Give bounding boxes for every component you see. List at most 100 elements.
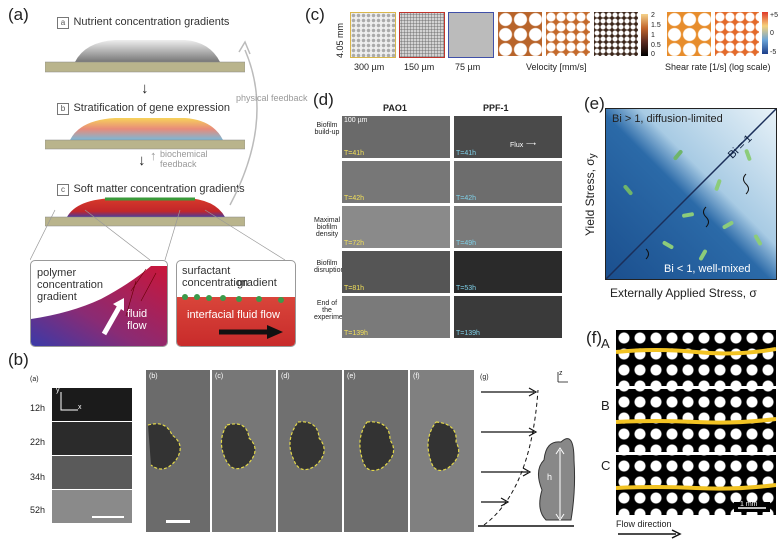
row-label-end: End of the experiment	[314, 300, 349, 321]
vel-tick-1: 1	[651, 32, 655, 39]
ppf1-t42: T=42h	[454, 161, 562, 203]
axis-z-label: z	[559, 370, 563, 377]
row-label-disruption: Biofilm disruption	[314, 260, 345, 274]
height-label: h	[547, 472, 553, 482]
row-b-label: B	[601, 398, 610, 413]
dashed-outline-b	[147, 423, 181, 470]
time-series-frame-52h	[52, 490, 132, 523]
yield-stress-text: Yield Stress, σ	[583, 158, 597, 237]
row-divider-1	[616, 386, 776, 389]
shear-colorbar	[762, 12, 768, 54]
vel-tick-0: 0	[651, 51, 655, 58]
panel-b-letter: (b)	[8, 350, 29, 369]
step-a-row: a Nutrient concentration gradients	[57, 12, 229, 30]
time-series-frame-22h	[52, 422, 132, 455]
frame-scale-bar	[166, 520, 190, 523]
pao1-t139: T=139h	[342, 296, 450, 338]
xy-axes-icon	[60, 392, 78, 411]
stress-diagram-graphic	[606, 109, 776, 279]
frame-f: (f)	[410, 370, 474, 532]
pillar-array-75um	[448, 12, 494, 58]
ppf1-time-0: T=41h	[456, 150, 477, 157]
velocity-map-1	[498, 12, 542, 56]
biochemical-feedback-label-1: biochemical	[160, 149, 208, 159]
size-label: 4.05 mm	[335, 22, 345, 58]
pillar-array-300um	[350, 12, 396, 58]
frame-e: (e)	[344, 370, 408, 532]
velocity-colorbar	[641, 14, 648, 56]
vel-tick-1-5: 1.5	[651, 22, 661, 29]
time-series-frame-34h	[52, 456, 132, 489]
step-b-row: b Stratification of gene expression	[57, 98, 230, 116]
stress-diagram: Bi > 1, diffusion-limited Bi = 1 Bi < 1,…	[605, 108, 777, 280]
surfactant-label-2: gradient	[237, 277, 277, 289]
fluid-flow-arrow-icon	[101, 298, 124, 336]
soft-matter-mound	[45, 197, 245, 227]
velocity-map-3	[594, 12, 638, 56]
scale-bar	[92, 516, 124, 518]
yield-stress-label: Yield Stress, σy	[583, 120, 599, 270]
step-b-label: Stratification of gene expression	[73, 102, 230, 114]
physical-feedback-arrow	[229, 40, 258, 206]
panel-b-sub-a: (a)	[30, 376, 39, 383]
axis-y-label: y	[56, 388, 60, 394]
pao1-t41: 100 µm T=41h	[342, 116, 450, 158]
polymer-label-3: gradient	[37, 291, 77, 303]
ppf1-t53: T=53h	[454, 251, 562, 293]
bi-gt-1-label: Bi > 1, diffusion-limited	[612, 113, 723, 125]
dashed-outline-d	[289, 421, 325, 471]
panel-b-sub-c: (c)	[215, 373, 224, 380]
flow-direction-arrow-icon	[618, 529, 682, 539]
flow-label: flow	[127, 320, 147, 332]
frame-c: (c)	[212, 370, 276, 532]
frame-d: (d)	[278, 370, 342, 532]
arrow-down-2-icon: ↓	[138, 152, 146, 169]
polymer-label-2: concentration	[37, 279, 104, 291]
flow-profile-schematic	[478, 372, 576, 527]
arrow-down-1-icon: ↓	[141, 80, 149, 97]
surfactant-gradient-graphic	[177, 294, 295, 346]
gene-expression-mound	[45, 118, 245, 150]
pao1-time-1: T=42h	[344, 195, 365, 202]
row-a-label: A	[601, 336, 610, 351]
physical-feedback-label: physical feedback	[236, 93, 308, 103]
flow-direction-label: Flow direction	[616, 519, 672, 529]
time-12h: 12h	[30, 403, 46, 413]
row-label-buildup: Biofilm build-up	[314, 122, 340, 136]
panel-b-sub-b: (b)	[149, 373, 158, 380]
interfacial-flow-arrow-icon	[219, 325, 283, 339]
biofilm-streamers	[616, 347, 776, 512]
flux-label: Flux	[510, 142, 524, 149]
biochemical-feedback-label-2: feedback	[160, 159, 197, 169]
surfactant-inset: surfactant concentration gradient interf…	[176, 260, 296, 347]
inset-connectors	[30, 209, 286, 261]
applied-stress-label: Externally Applied Stress, σ	[610, 286, 757, 300]
scale-label: 100 µm	[344, 117, 368, 124]
panel-f-letter: (f)	[586, 328, 603, 347]
step-c-label: Soft matter concentration gradients	[73, 183, 245, 195]
row-divider-2	[616, 452, 776, 455]
fluid-label: fluid	[127, 308, 148, 320]
ppf1-time-2: T=49h	[456, 240, 477, 247]
col-pao1: PAO1	[383, 103, 407, 113]
interfacial-flow-label: interfacial fluid flow	[187, 309, 280, 321]
spacing-75: 75 µm	[455, 62, 481, 72]
frame-b: (b)	[146, 370, 210, 532]
dashed-outline-e	[359, 421, 395, 471]
yield-stress-sub: y	[587, 153, 599, 159]
shear-map-2	[715, 12, 759, 56]
pao1-time-2: T=72h	[344, 240, 365, 247]
panel-b-sub-e: (e)	[347, 373, 356, 380]
ppf1-t41: Flux ⟶ T=41h	[454, 116, 562, 158]
pillar-array-150um	[399, 12, 445, 58]
shear-map-1	[667, 12, 711, 56]
dashed-outline-c	[220, 423, 256, 470]
pao1-time-4: T=139h	[344, 330, 368, 337]
panel-a-letter: (a)	[8, 5, 29, 24]
surfactant-label-1: surfactant concentration	[182, 265, 249, 289]
polymer-inset: polymer concentration gradient fluid flo…	[30, 260, 168, 347]
pao1-t81: T=81h	[342, 251, 450, 293]
col-ppf1: PPF-1	[483, 103, 509, 113]
time-34h: 34h	[30, 472, 46, 482]
nutrient-mound	[45, 40, 245, 73]
